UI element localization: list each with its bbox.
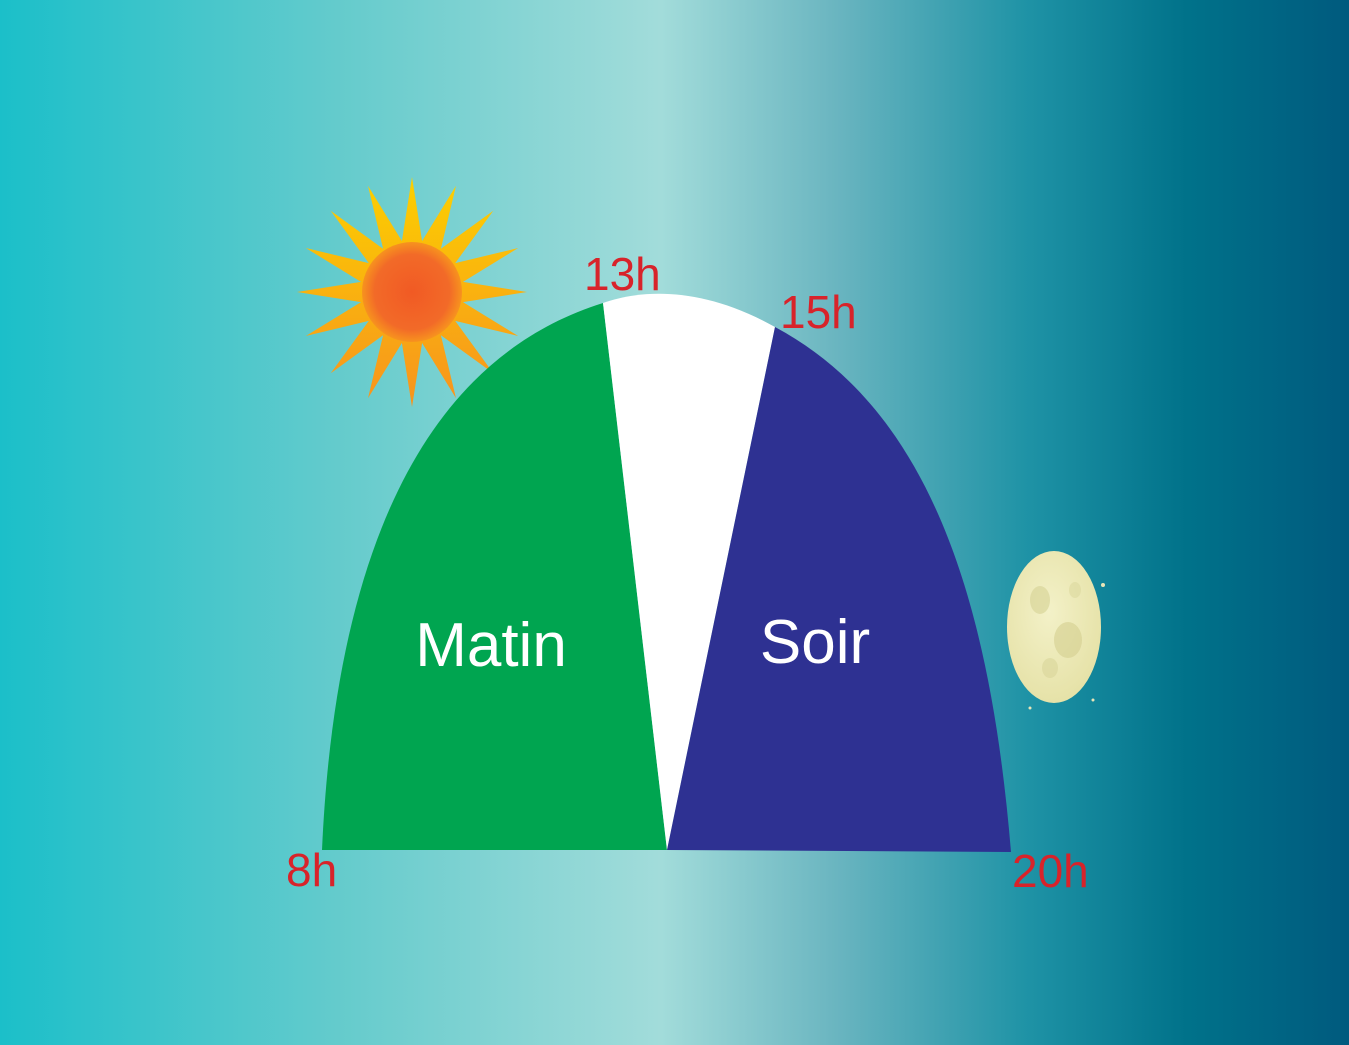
- period-label-soir: Soir: [760, 608, 870, 677]
- segment-midday: [603, 293, 775, 850]
- moon-icon: [1007, 551, 1105, 710]
- segment-matin: [322, 303, 667, 850]
- time-label-midday-end: 15h: [780, 286, 857, 338]
- time-label-start: 8h: [286, 844, 337, 896]
- sun-icon: [297, 177, 527, 407]
- time-label-end: 20h: [1012, 845, 1089, 897]
- period-label-matin: Matin: [415, 611, 567, 680]
- time-label-midday-start: 13h: [584, 248, 661, 300]
- segment-soir: [667, 327, 1011, 852]
- day-dome: [322, 293, 1011, 852]
